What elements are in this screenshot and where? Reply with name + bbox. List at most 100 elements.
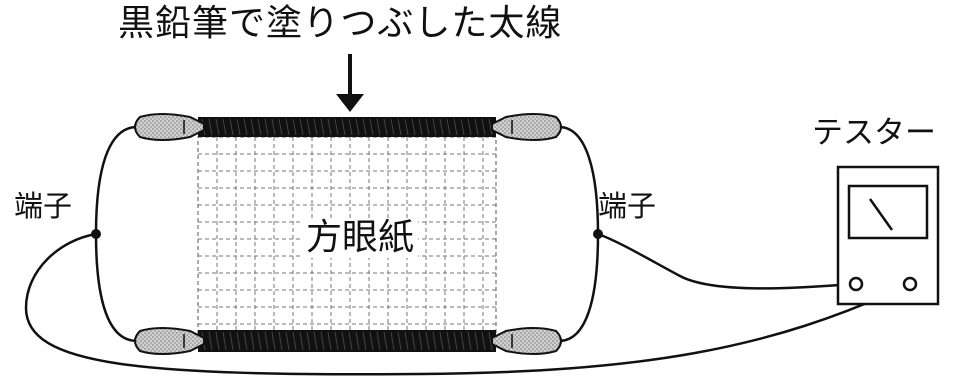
pencil-texture-mark	[341, 118, 346, 136]
pencil-texture-mark	[229, 118, 234, 136]
pencil-texture-mark	[327, 331, 332, 351]
pencil-texture-mark	[341, 331, 346, 351]
pencil-texture-mark	[215, 118, 220, 136]
pencil-texture-mark	[236, 118, 241, 136]
pencil-texture-mark	[460, 331, 465, 351]
pencil-texture-mark	[362, 331, 367, 351]
pencil-texture-mark	[320, 331, 325, 351]
wires	[24, 125, 911, 376]
tester-meter-window	[847, 184, 929, 240]
pencil-texture-mark	[439, 331, 444, 351]
pencil-texture-mark	[348, 118, 353, 136]
down-arrow	[336, 54, 364, 112]
clip-bottom-right	[491, 327, 562, 355]
pencil-texture-mark	[425, 118, 430, 136]
pencil-line-top	[198, 117, 496, 137]
clip-bottom-left	[134, 327, 205, 355]
pencil-texture-mark	[467, 118, 472, 136]
pencil-texture-mark	[488, 118, 493, 136]
pencil-texture-mark	[271, 118, 276, 136]
pencil-texture-mark	[243, 331, 248, 351]
pencil-texture-mark	[285, 118, 290, 136]
pencil-texture-mark	[488, 331, 493, 351]
wire-right-to-tester	[597, 232, 853, 290]
clip-top-left	[134, 113, 205, 141]
pencil-texture-mark	[383, 331, 388, 351]
pencil-texture-mark	[285, 331, 290, 351]
pencil-texture-mark	[257, 118, 262, 136]
pencil-texture-mark	[334, 331, 339, 351]
pencil-texture-mark	[404, 331, 409, 351]
pencil-texture-mark	[292, 331, 297, 351]
pencil-texture-mark	[271, 331, 276, 351]
graph-paper-label: 方眼紙	[302, 218, 419, 258]
pencil-texture-mark	[446, 331, 451, 351]
terminal-label-right: 端子	[598, 189, 657, 223]
pencil-texture-mark	[243, 118, 248, 136]
tester-terminal-right	[902, 276, 918, 292]
pencil-texture-mark	[369, 331, 374, 351]
pencil-texture-mark	[446, 118, 451, 136]
pencil-texture-mark	[481, 118, 486, 136]
pencil-texture-mark	[418, 118, 423, 136]
pencil-texture-mark	[236, 331, 241, 351]
wire-left-bottom	[94, 233, 137, 343]
pencil-texture-mark	[222, 118, 227, 136]
pencil-texture-mark	[474, 118, 479, 136]
pencil-texture-mark	[257, 331, 262, 351]
pencil-texture-mark	[432, 331, 437, 351]
pencil-texture-mark	[355, 118, 360, 136]
pencil-texture-mark	[299, 118, 304, 136]
pencil-texture-mark	[467, 331, 472, 351]
pencil-texture-mark	[334, 118, 339, 136]
tester-label: テスター	[812, 115, 936, 151]
pencil-texture-mark	[453, 118, 458, 136]
wire-right-top	[559, 125, 600, 235]
pencil-texture-mark	[376, 331, 381, 351]
junction-dot-right	[593, 229, 603, 239]
wire-right-bottom	[559, 233, 600, 343]
pencil-texture-mark	[418, 331, 423, 351]
pencil-texture-mark	[390, 118, 395, 136]
pencil-texture-mark	[215, 331, 220, 351]
tester-terminal-left	[848, 276, 864, 292]
tester	[836, 165, 940, 306]
pencil-line-bottom	[198, 330, 496, 352]
pencil-texture-mark	[208, 118, 213, 136]
pencil-texture-mark	[292, 118, 297, 136]
pencil-texture-mark	[306, 331, 311, 351]
pencil-texture-mark	[397, 118, 402, 136]
pencil-texture-mark	[376, 118, 381, 136]
pencil-texture-mark	[453, 331, 458, 351]
pencil-texture-mark	[439, 118, 444, 136]
pencil-texture-mark	[474, 331, 479, 351]
pencil-texture-mark	[299, 331, 304, 351]
pencil-texture-mark	[362, 118, 367, 136]
pencil-texture-mark	[327, 118, 332, 136]
pencil-texture-mark	[411, 331, 416, 351]
pencil-texture-mark	[208, 331, 213, 351]
junction-dot-left	[91, 229, 101, 239]
pencil-texture-mark	[264, 331, 269, 351]
pencil-texture-mark	[250, 331, 255, 351]
pencil-texture-mark	[432, 118, 437, 136]
clip-top-right	[491, 113, 562, 141]
wire-left-top	[94, 125, 137, 235]
pencil-texture-mark	[222, 331, 227, 351]
pencil-texture-mark	[313, 118, 318, 136]
diagram-title: 黒鉛筆で塗りつぶした太線	[118, 3, 563, 44]
wire-left-to-tester	[24, 232, 911, 376]
pencil-texture-mark	[348, 331, 353, 351]
pencil-texture-mark	[320, 118, 325, 136]
pencil-texture-mark	[390, 331, 395, 351]
pencil-texture-mark	[229, 331, 234, 351]
tester-needle	[868, 198, 894, 231]
pencil-texture-mark	[278, 331, 283, 351]
pencil-texture-mark	[481, 331, 486, 351]
pencil-texture-mark	[306, 118, 311, 136]
pencil-texture-mark	[383, 118, 388, 136]
terminal-label-left: 端子	[14, 189, 73, 223]
pencil-texture-mark	[411, 118, 416, 136]
pencil-texture-mark	[264, 118, 269, 136]
